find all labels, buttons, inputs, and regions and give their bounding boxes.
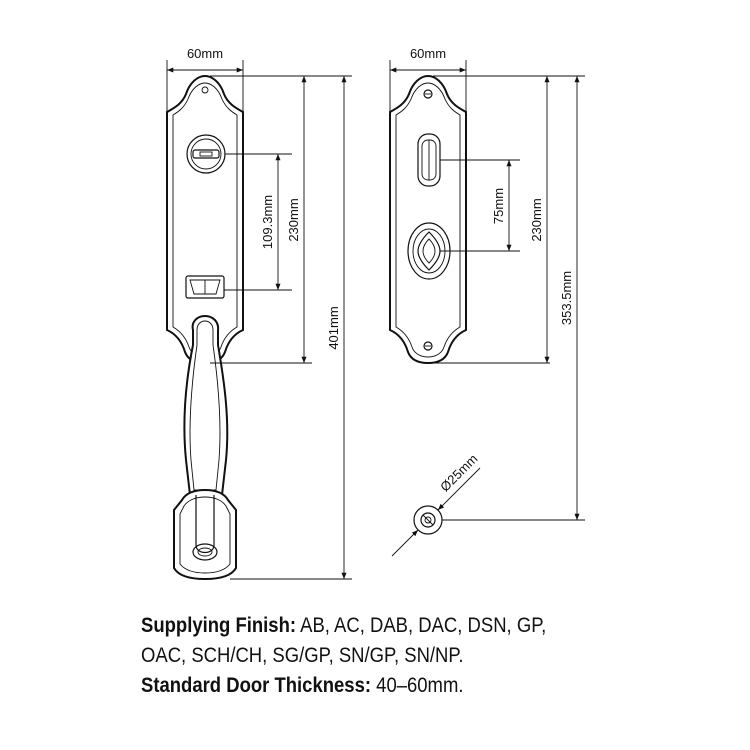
- front-dimensions: [166, 60, 352, 580]
- technical-drawing: 60mm 60mm 109.3mm 230mm 401mm 75mm 230mm…: [166, 46, 585, 581]
- thickness-value: 40–60mm.: [376, 674, 464, 697]
- thickness-label: Standard Door Thickness:: [141, 674, 372, 697]
- finish-label: Supplying Finish:: [141, 614, 297, 637]
- thumb-piece: [185, 275, 225, 299]
- front-plate-view: [166, 74, 244, 581]
- back-plate-outline: [389, 74, 467, 365]
- dim-back-overall: 353.5mm: [559, 271, 574, 325]
- dim-back-plate-height: 230mm: [529, 198, 544, 241]
- dim-front-plate-height: 230mm: [286, 198, 301, 241]
- spindle-hole: [413, 505, 443, 535]
- back-turn-piece: [417, 133, 441, 187]
- thickness-line: Standard Door Thickness: 40–60mm.: [141, 671, 669, 701]
- finish-line-2: OAC, SCH/CH, SG/GP, SN/GP, SN/NP.: [141, 641, 669, 671]
- dim-front-hole-spacing: 109.3mm: [260, 195, 275, 249]
- finish-line-1: Supplying Finish: AB, AC, DAB, DAC, DSN,…: [141, 611, 669, 641]
- product-notes: Supplying Finish: AB, AC, DAB, DAC, DSN,…: [141, 611, 669, 701]
- back-dimensions: [389, 60, 585, 557]
- finish-values-2: OAC, SCH/CH, SG/GP, SN/GP, SN/NP.: [141, 644, 464, 667]
- dim-back-width: 60mm: [410, 46, 446, 61]
- dim-spindle-diameter: Ø25mm: [437, 451, 480, 494]
- handle-grip: [173, 314, 237, 581]
- dim-overall-height: 401mm: [326, 306, 341, 349]
- finish-values-1: AB, AC, DAB, DAC, DSN, GP,: [300, 614, 547, 637]
- dim-back-hole-spacing: 75mm: [491, 188, 506, 224]
- dim-front-width: 60mm: [187, 46, 223, 61]
